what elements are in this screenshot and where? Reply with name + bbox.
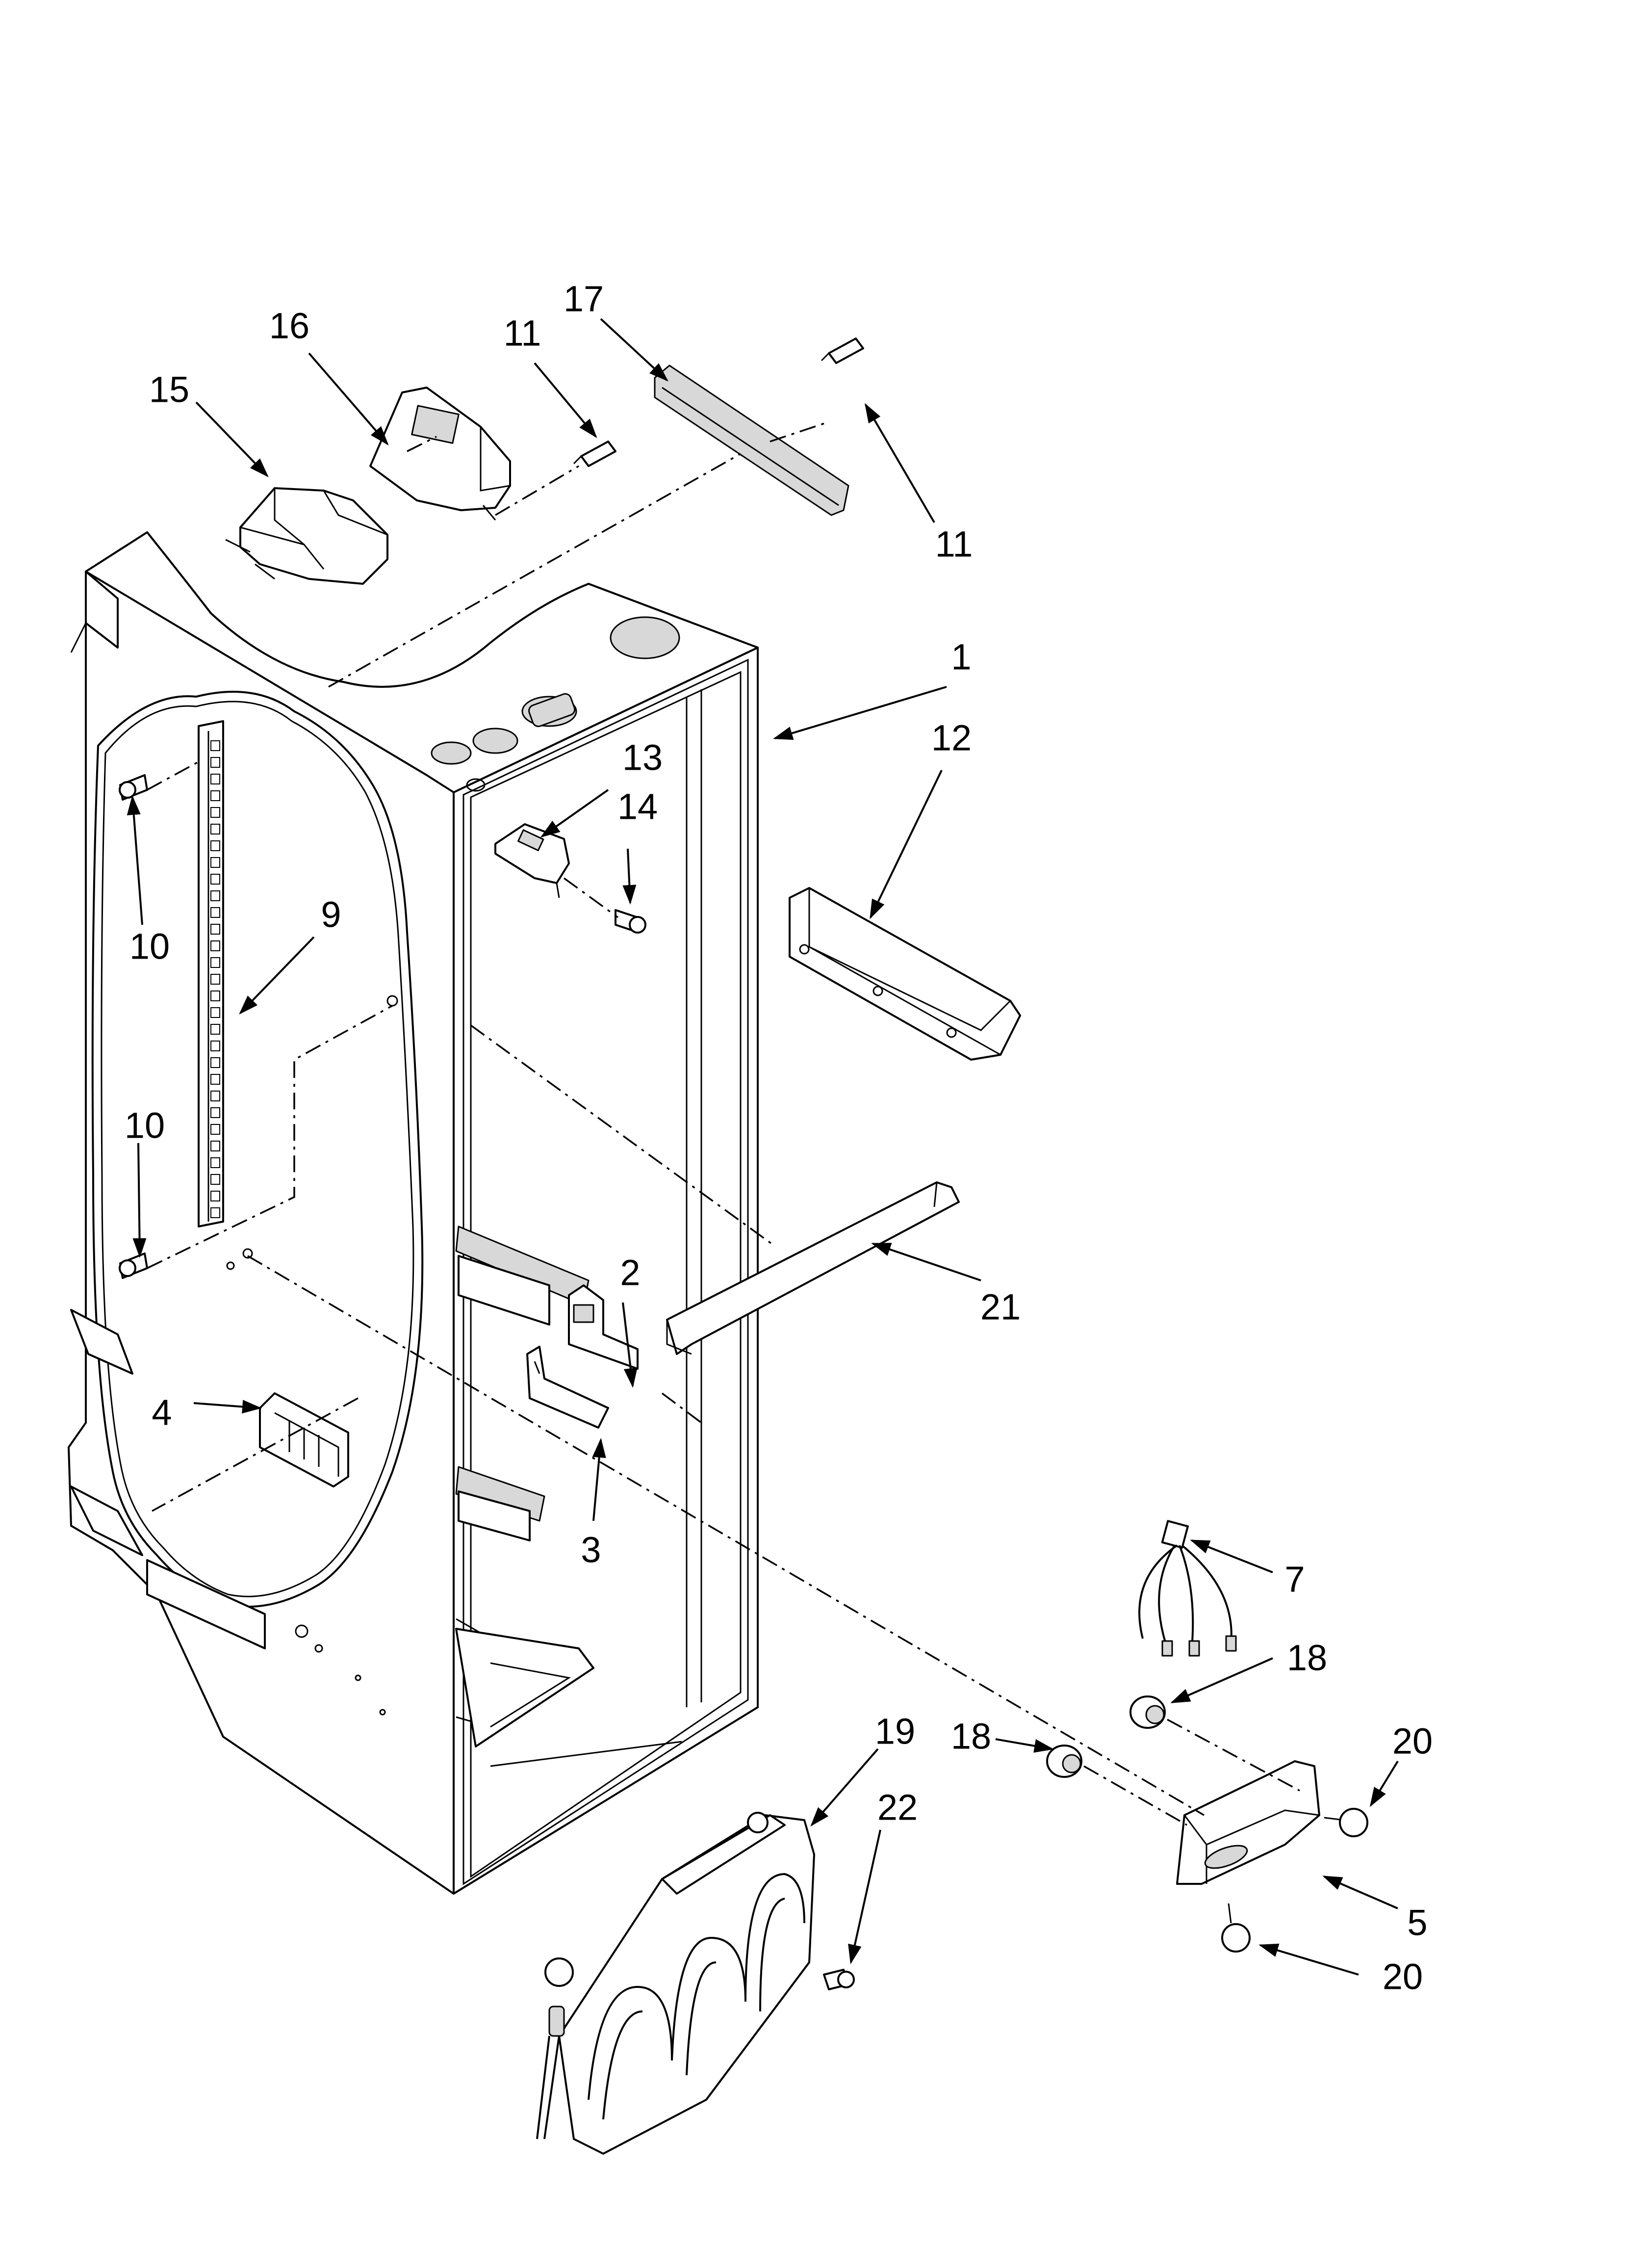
rail-slot bbox=[210, 1074, 220, 1085]
rail-slot bbox=[210, 840, 220, 851]
callout-11-right: 11 bbox=[935, 524, 973, 565]
control-cover bbox=[369, 387, 511, 521]
callout-13: 13 bbox=[622, 737, 663, 778]
top-channel-rail bbox=[654, 365, 849, 516]
callout-20-upper: 20 bbox=[1392, 1721, 1433, 1762]
callout-20-lower: 20 bbox=[1383, 1956, 1423, 1997]
callout-10-lower: 10 bbox=[125, 1105, 165, 1146]
rail-slot bbox=[210, 807, 220, 818]
rail-slot bbox=[210, 790, 220, 801]
leader-lines bbox=[127, 318, 1399, 1976]
refrigerator-liner bbox=[68, 531, 759, 1895]
callout-5: 5 bbox=[1407, 1903, 1427, 1943]
rail-slot bbox=[210, 1041, 220, 1051]
wire-connector-block bbox=[259, 1392, 349, 1487]
screw-lower bbox=[1221, 1903, 1251, 1953]
screw-upper bbox=[1324, 1808, 1368, 1837]
shelf-support-bar bbox=[666, 1181, 960, 1355]
rail-slot bbox=[210, 757, 220, 768]
mullion-bracket bbox=[568, 1284, 639, 1370]
callout-16: 16 bbox=[269, 306, 309, 346]
screw-11-right bbox=[821, 338, 864, 364]
rail-slot bbox=[210, 1191, 220, 1201]
grommet-upper bbox=[1129, 1695, 1166, 1729]
rail-slot bbox=[210, 1057, 220, 1068]
callout-10-upper: 10 bbox=[129, 926, 170, 967]
rail-slot bbox=[210, 890, 220, 901]
rail-slot bbox=[210, 774, 220, 784]
rail-slot bbox=[210, 907, 220, 918]
callout-4: 4 bbox=[152, 1392, 172, 1433]
assembly-lines bbox=[147, 421, 1300, 1826]
callout-9: 9 bbox=[321, 894, 341, 935]
callout-12: 12 bbox=[931, 718, 972, 758]
wire-harness bbox=[1138, 1520, 1237, 1657]
hinge-bracket bbox=[494, 823, 570, 898]
rail-slot bbox=[210, 824, 220, 834]
rail-slot bbox=[210, 740, 220, 751]
callout-7: 7 bbox=[1284, 1559, 1305, 1600]
evaporator-coil bbox=[536, 1812, 815, 2155]
callout-22: 22 bbox=[877, 1787, 918, 1828]
grommet-lower bbox=[1046, 1745, 1082, 1778]
screw-14 bbox=[615, 909, 646, 934]
rail-slot bbox=[210, 857, 220, 868]
rail-slot bbox=[210, 1157, 220, 1168]
rail-slot bbox=[210, 1007, 220, 1018]
rail-slot bbox=[210, 1124, 220, 1135]
rail-slot bbox=[210, 1091, 220, 1101]
screw-22 bbox=[823, 1969, 855, 1990]
callout-17: 17 bbox=[564, 279, 604, 319]
callout-18-upper: 18 bbox=[1287, 1638, 1327, 1678]
rail-slot bbox=[210, 924, 220, 935]
control-housing bbox=[225, 487, 388, 585]
callout-21: 21 bbox=[980, 1287, 1021, 1328]
rail-slot bbox=[210, 1141, 220, 1151]
callout-19: 19 bbox=[875, 1711, 915, 1752]
rail-slot bbox=[210, 940, 220, 951]
mullion-plate bbox=[526, 1346, 609, 1429]
rail-slot bbox=[210, 1174, 220, 1185]
crisper-cover-support bbox=[789, 887, 1021, 1061]
rail-slot bbox=[210, 1024, 220, 1035]
callout-3: 3 bbox=[581, 1530, 601, 1570]
callout-15: 15 bbox=[149, 369, 189, 410]
callout-2: 2 bbox=[620, 1252, 640, 1293]
shelf-ladder-rail bbox=[198, 720, 224, 1227]
screw-11-left bbox=[573, 441, 616, 467]
rail-slot bbox=[210, 1107, 220, 1118]
rail-slot bbox=[210, 957, 220, 968]
callout-18-lower: 18 bbox=[951, 1716, 991, 1757]
callout-1: 1 bbox=[951, 637, 971, 678]
rail-slot bbox=[210, 991, 220, 1001]
rail-slot bbox=[210, 874, 220, 885]
callout-labels: 1 2 3 4 5 7 9 10 10 11 11 12 13 14 15 16… bbox=[125, 279, 1433, 1997]
rail-slot bbox=[210, 974, 220, 985]
rail-slot bbox=[210, 1207, 220, 1218]
callout-14: 14 bbox=[617, 786, 658, 827]
callout-11-left: 11 bbox=[504, 313, 541, 354]
defrost-bracket-housing bbox=[1176, 1760, 1320, 1885]
